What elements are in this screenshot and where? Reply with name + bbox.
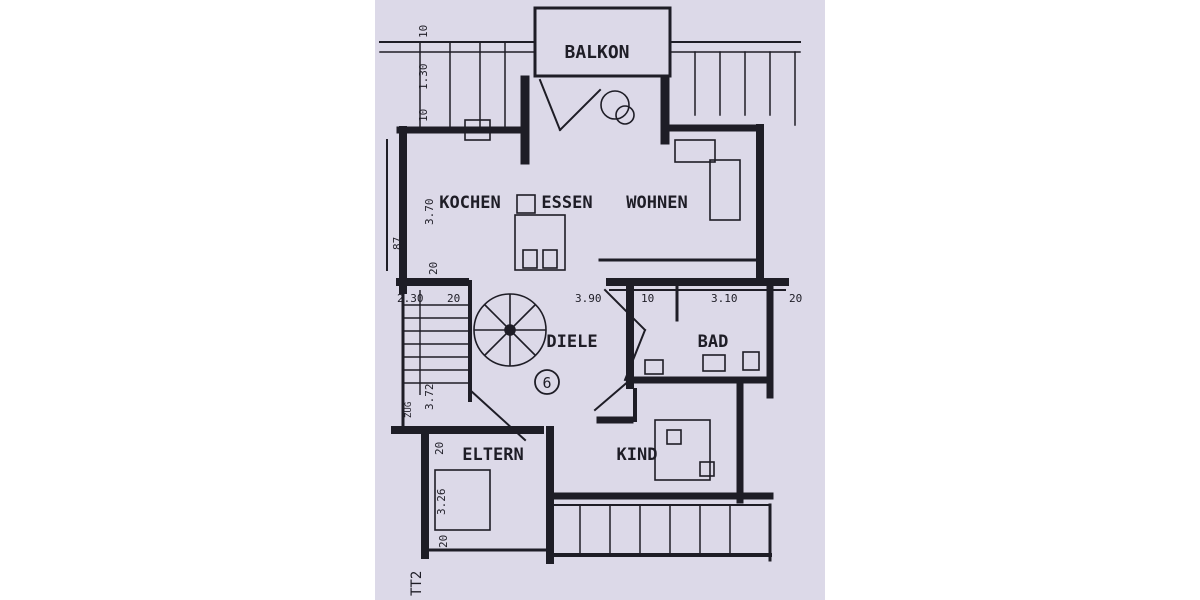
dim-20-eltern: 20 bbox=[433, 442, 446, 455]
dim-3-26: 3.26 bbox=[435, 489, 448, 516]
dim-10-top: 10 bbox=[417, 25, 430, 38]
dim-87: 87 bbox=[391, 237, 404, 250]
room-label-essen: ESSEN bbox=[541, 193, 592, 213]
unit-number-marker: 6 bbox=[534, 369, 560, 395]
walls bbox=[379, 6, 801, 564]
dim-1-30: 1.30 bbox=[417, 64, 430, 91]
room-label-kind: KIND bbox=[617, 445, 658, 465]
dim-3-90: 3.90 bbox=[575, 292, 602, 305]
dim-20-diele: 20 bbox=[447, 292, 460, 305]
room-label-balkon: BALKON bbox=[564, 42, 629, 63]
room-label-eltern: ELTERN bbox=[462, 445, 523, 465]
dim-3-72: 3.72 bbox=[423, 384, 436, 411]
dim-20-left: 20 bbox=[427, 262, 440, 275]
dim-20-right: 20 bbox=[789, 292, 802, 305]
floor-plan-photo: BALKON KOCHEN ESSEN WOHNEN DIELE BAD ELT… bbox=[375, 0, 825, 600]
dim-10-mid: 10 bbox=[417, 109, 430, 122]
dim-10-bad: 10 bbox=[641, 292, 654, 305]
dim-zug: ZUG bbox=[404, 402, 414, 418]
dim-3-70: 3.70 bbox=[423, 199, 436, 226]
spiral-stair bbox=[473, 293, 547, 367]
room-label-bad: BAD bbox=[698, 332, 729, 352]
dim-tt2: TT2 bbox=[409, 571, 425, 596]
room-labels: BALKON KOCHEN ESSEN WOHNEN DIELE BAD ELT… bbox=[439, 42, 728, 465]
dim-20-bottom: 20 bbox=[437, 535, 450, 548]
dimension-labels: 10 1.30 10 3.70 87 20 2.30 20 3.90 10 3.… bbox=[391, 25, 802, 596]
dim-3-10: 3.10 bbox=[711, 292, 738, 305]
room-label-kochen: KOCHEN bbox=[439, 193, 500, 213]
straight-stair bbox=[403, 290, 470, 395]
room-label-diele: DIELE bbox=[546, 332, 597, 352]
room-label-wohnen: WOHNEN bbox=[626, 193, 687, 213]
unit-number: 6 bbox=[542, 374, 551, 392]
dim-2-30: 2.30 bbox=[397, 292, 424, 305]
furniture bbox=[434, 90, 760, 531]
